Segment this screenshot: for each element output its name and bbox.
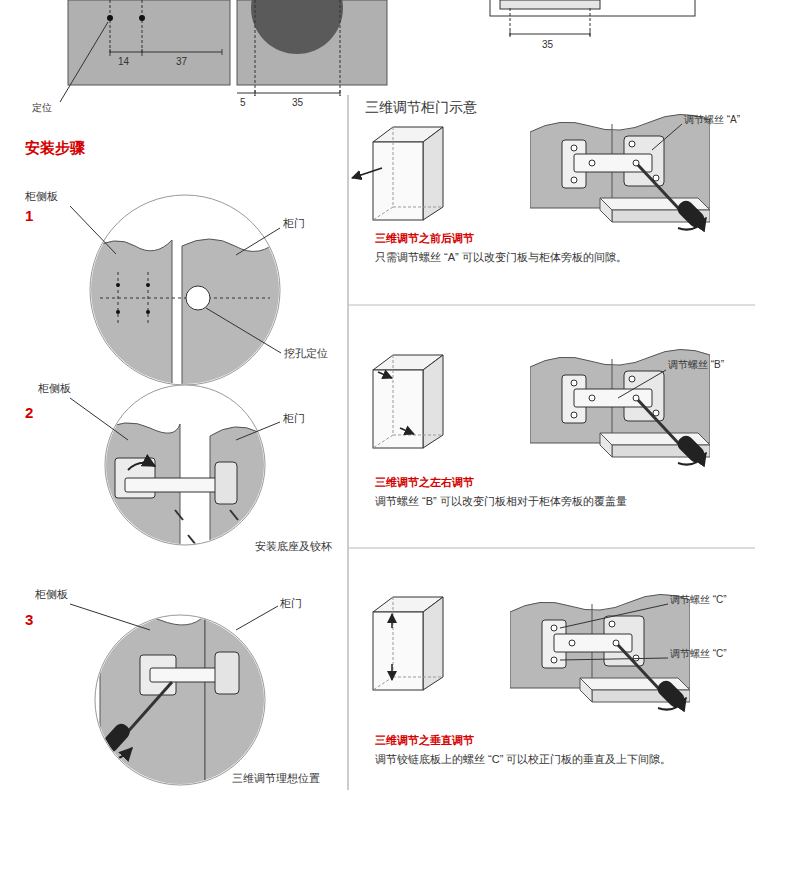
section-heading: 三维调节柜门示意	[365, 99, 477, 116]
step-caption: 三维调节理想位置	[232, 772, 320, 785]
part-label: 调节螺丝 “B”	[668, 359, 724, 371]
part-label: 柜侧板	[35, 588, 68, 601]
dimension-label: 5	[240, 97, 246, 109]
callout-number: 2	[25, 404, 33, 422]
note-text: 调节铰链底板上的螺丝 “C” 可以校正门板的垂直及上下间隙。	[375, 753, 671, 766]
dimension-label: 14	[118, 56, 129, 68]
part-label: 柜门	[283, 217, 305, 230]
part-label: 柜侧板	[25, 190, 58, 203]
note-heading: 三维调节之垂直调节	[375, 734, 474, 747]
part-label: 调节螺丝 “C”	[670, 648, 727, 660]
part-label: 柜侧板	[38, 382, 71, 395]
note-heading: 三维调节之左右调节	[375, 476, 474, 489]
step-caption: 安装底座及铰杯	[255, 540, 332, 553]
callout-number: 1	[25, 207, 33, 225]
part-label: 调节螺丝 “C”	[670, 594, 727, 606]
dimension-label: 37	[176, 56, 187, 68]
part-label: 柜门	[283, 412, 305, 425]
section-heading: 安装步骤	[25, 139, 85, 157]
callout-number: 3	[25, 611, 33, 629]
part-label: 调节螺丝 “A”	[684, 114, 740, 126]
note-text: 调节螺丝 “B” 可以改变门板相对于柜体旁板的覆盖量	[375, 495, 627, 508]
part-label: 定位	[32, 102, 52, 114]
dimension-label: 35	[292, 97, 303, 109]
dimension-label: 35	[542, 39, 553, 51]
part-label: 柜门	[280, 597, 302, 610]
note-text: 只需调节螺丝 “A” 可以改变门板与柜体旁板的间隙。	[375, 251, 627, 264]
part-label: 挖孔定位	[284, 347, 328, 360]
note-heading: 三维调节之前后调节	[375, 232, 474, 245]
